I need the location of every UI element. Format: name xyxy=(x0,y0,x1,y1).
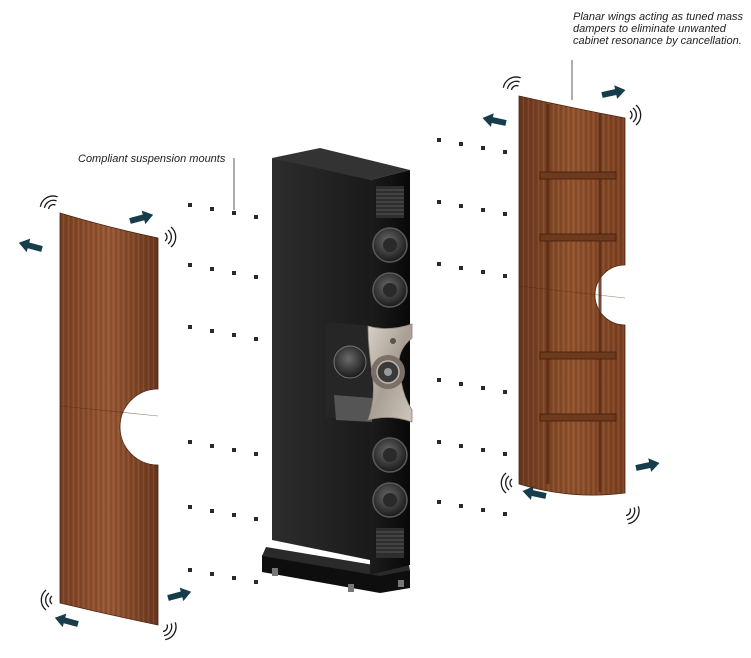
direction-arrow-icon xyxy=(53,611,80,631)
wings-callout-label: Planar wings acting as tuned mass damper… xyxy=(573,11,743,47)
suspension-mount-icon xyxy=(210,509,214,513)
suspension-mounts xyxy=(188,138,507,584)
suspension-mount-icon xyxy=(188,263,192,267)
vibration-wave-icon xyxy=(500,472,513,494)
suspension-mount-icon xyxy=(188,325,192,329)
suspension-mount-icon xyxy=(481,146,485,150)
suspension-mount-icon xyxy=(210,267,214,271)
top-port-grille xyxy=(376,186,404,218)
direction-arrow-icon xyxy=(481,111,508,130)
direction-arrow-icon xyxy=(600,83,627,102)
suspension-mount-icon xyxy=(437,138,441,142)
suspension-mount-icon xyxy=(459,382,463,386)
suspension-mount-icon xyxy=(254,452,258,456)
suspension-mount-icon xyxy=(254,275,258,279)
direction-arrow-icon xyxy=(17,236,44,256)
suspension-mount-icon xyxy=(254,580,258,584)
suspension-mount-icon xyxy=(437,378,441,382)
midrange-tweeter-module xyxy=(326,322,413,423)
suspension-mount-icon xyxy=(232,448,236,452)
direction-arrow-icon xyxy=(128,208,155,228)
suspension-mount-icon xyxy=(481,448,485,452)
suspension-mount-icon xyxy=(188,568,192,572)
vibration-wave-icon xyxy=(622,502,643,527)
direction-arrow-icon xyxy=(166,585,193,605)
vibration-wave-icon xyxy=(629,104,642,126)
suspension-mount-icon xyxy=(459,142,463,146)
woofer-upper-1 xyxy=(372,227,408,263)
suspension-mount-icon xyxy=(503,512,507,516)
suspension-mount-icon xyxy=(232,211,236,215)
suspension-mount-icon xyxy=(503,212,507,216)
suspension-mount-icon xyxy=(481,270,485,274)
suspension-mount-icon xyxy=(481,208,485,212)
suspension-mount-icon xyxy=(210,572,214,576)
suspension-mount-icon xyxy=(210,444,214,448)
suspension-mount-icon xyxy=(437,500,441,504)
vibration-wave-icon xyxy=(500,73,525,94)
left-planar-wing xyxy=(59,212,159,626)
suspension-mount-icon xyxy=(503,390,507,394)
suspension-mount-icon xyxy=(254,215,258,219)
bottom-port-grille xyxy=(376,528,404,558)
direction-arrow-icon xyxy=(634,456,661,475)
speaker-cabinet xyxy=(262,148,413,593)
suspension-mount-icon xyxy=(232,513,236,517)
wing-brackets xyxy=(539,171,617,422)
suspension-mount-icon xyxy=(459,266,463,270)
suspension-mount-icon xyxy=(188,505,192,509)
suspension-mount-icon xyxy=(503,274,507,278)
suspension-mount-icon xyxy=(481,386,485,390)
suspension-mount-icon xyxy=(210,207,214,211)
suspension-mount-icon xyxy=(232,271,236,275)
woofer-lower-1 xyxy=(372,437,408,473)
plinth-feet xyxy=(272,568,404,592)
vibration-wave-icon xyxy=(159,618,180,643)
suspension-mount-icon xyxy=(232,333,236,337)
woofer-lower-2 xyxy=(372,482,408,518)
suspension-mount-icon xyxy=(210,329,214,333)
suspension-mount-icon xyxy=(437,200,441,204)
vibration-wave-icon xyxy=(37,192,62,213)
suspension-mount-icon xyxy=(459,444,463,448)
suspension-mount-icon xyxy=(232,576,236,580)
vibration-wave-icon xyxy=(164,226,177,248)
suspension-mount-icon xyxy=(254,337,258,341)
woofer-upper-2 xyxy=(372,272,408,308)
suspension-mount-icon xyxy=(503,452,507,456)
suspension-mount-icon xyxy=(188,203,192,207)
suspension-mount-icon xyxy=(503,150,507,154)
suspension-mount-icon xyxy=(481,508,485,512)
suspension-mount-icon xyxy=(437,262,441,266)
suspension-mount-icon xyxy=(437,440,441,444)
right-planar-wing xyxy=(518,95,626,496)
suspension-mount-icon xyxy=(254,517,258,521)
suspension-mount-icon xyxy=(459,504,463,508)
suspension-mount-icon xyxy=(459,204,463,208)
suspension-mount-icon xyxy=(188,440,192,444)
vibration-wave-icon xyxy=(40,589,53,611)
mounts-callout-label: Compliant suspension mounts xyxy=(78,153,226,165)
